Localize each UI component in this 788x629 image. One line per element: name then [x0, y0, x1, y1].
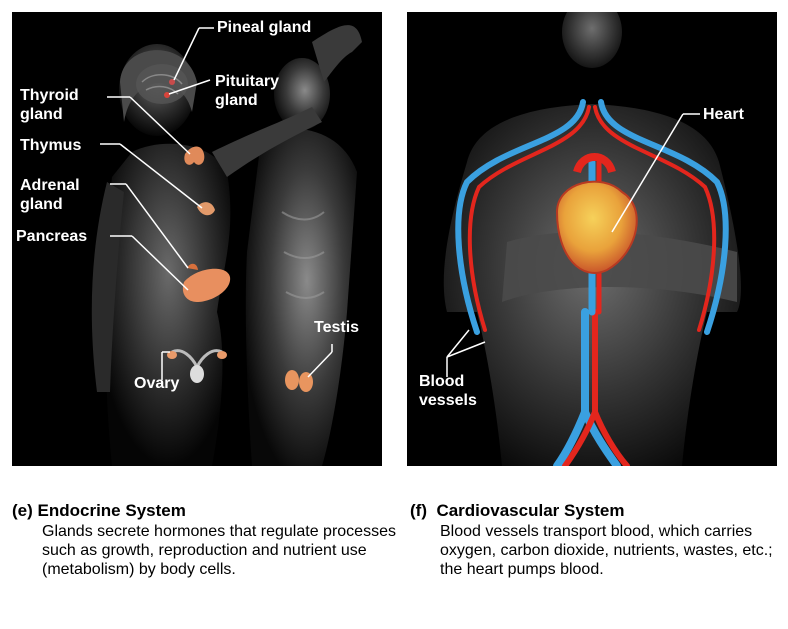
- adrenal-gland-marker: [187, 263, 198, 270]
- pineal-gland-label: Pineal gland: [217, 19, 312, 36]
- blood-vessels-label: Blood vessels: [419, 373, 477, 409]
- pituitary-gland-marker: [164, 92, 170, 98]
- thyroid-gland-label: Thyroid gland: [20, 87, 79, 123]
- aortic-arch: [573, 153, 616, 174]
- testis-label: Testis: [314, 319, 360, 336]
- cardiovascular-caption-letter: (f): [410, 501, 427, 520]
- adrenal-gland-label: Adrenal gland: [20, 177, 80, 213]
- blood-vessels: [455, 99, 729, 466]
- thyroid-gland-marker: [184, 146, 205, 165]
- thymus-marker: [197, 202, 215, 216]
- pancreas-label: Pancreas: [16, 228, 88, 245]
- heart-marker: [555, 180, 638, 274]
- endocrine-caption-text: Glands secrete hormones that regulate pr…: [42, 523, 396, 578]
- endocrine-caption-heading: (e) Endocrine System: [12, 501, 186, 521]
- ovary-label: Ovary: [134, 375, 180, 392]
- endocrine-caption-letter: (e): [12, 501, 33, 520]
- cardiovascular-caption-heading: (f) Cardiovascular System: [410, 501, 624, 521]
- endocrine-illustration: [91, 25, 362, 466]
- pineal-gland-marker: [169, 79, 175, 85]
- pancreas-marker: [182, 268, 231, 302]
- endocrine-caption-title: Endocrine System: [37, 501, 186, 520]
- cardiovascular-caption-title: Cardiovascular System: [436, 501, 625, 520]
- thymus-label: Thymus: [20, 137, 82, 154]
- heart-label: Heart: [703, 106, 744, 123]
- endocrine-leader-lines: [100, 27, 333, 380]
- male-silhouette: [245, 25, 362, 466]
- ovary-marker: [167, 349, 227, 383]
- testis-marker: [285, 370, 313, 392]
- endocrine-panel: Pineal gland Pituitary gland Thyroid gla…: [12, 12, 382, 466]
- cardiovascular-illustration: [443, 12, 741, 466]
- cardiovascular-panel: Heart Blood vessels: [407, 12, 777, 466]
- pituitary-gland-label: Pituitary gland: [215, 73, 280, 109]
- cardiovascular-caption-text: Blood vessels transport blood, which car…: [440, 523, 773, 578]
- female-silhouette: [91, 44, 322, 466]
- cardiovascular-leader-lines: [446, 113, 700, 377]
